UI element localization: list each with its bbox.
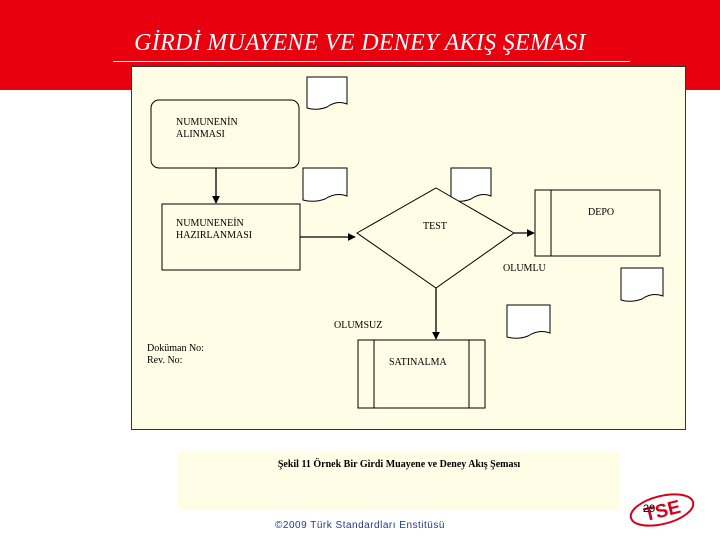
negative-edge-label: OLUMSUZ xyxy=(334,320,383,331)
slide-title: GİRDİ MUAYENE VE DENEY AKIŞ ŞEMASI xyxy=(134,30,586,56)
document-shape-4 xyxy=(620,267,664,302)
depot-node-label: DEPO xyxy=(588,207,615,218)
document-info: Doküman No: Rev. No: xyxy=(147,343,204,367)
purchasing-node-shape xyxy=(357,339,486,409)
revision-number-label: Rev. No: xyxy=(147,355,183,366)
document-shape-5 xyxy=(506,304,551,339)
document-number-label: Doküman No: xyxy=(147,343,204,354)
document-shape-2 xyxy=(302,167,348,202)
document-shape-3 xyxy=(450,167,492,202)
figure-caption: Şekil 11 Örnek Bir Girdi Muayene ve Dene… xyxy=(277,459,521,470)
purchasing-node-label: SATINALMA xyxy=(389,357,447,368)
sampling-node-label: NUMUNENİN ALINMASI xyxy=(176,117,238,140)
document-shape-1 xyxy=(306,76,348,110)
caption-box: Şekil 11 Örnek Bir Girdi Muayene ve Dene… xyxy=(178,452,620,510)
sampling-node-shape xyxy=(150,99,300,169)
test-node-label: TEST xyxy=(423,221,447,232)
depot-node-shape xyxy=(534,189,661,257)
copyright-text: ©2009 Türk Standardları Enstitüsü xyxy=(275,520,445,531)
page-number: 29 xyxy=(643,503,656,515)
positive-edge-label: OLUMLU xyxy=(503,263,546,274)
test-decision-shape xyxy=(356,187,515,289)
title-underline xyxy=(113,61,630,62)
preparation-node-label: NUMUNENEİN HAZIRLANMASI xyxy=(176,218,253,241)
tse-logo: TSE xyxy=(629,493,695,527)
